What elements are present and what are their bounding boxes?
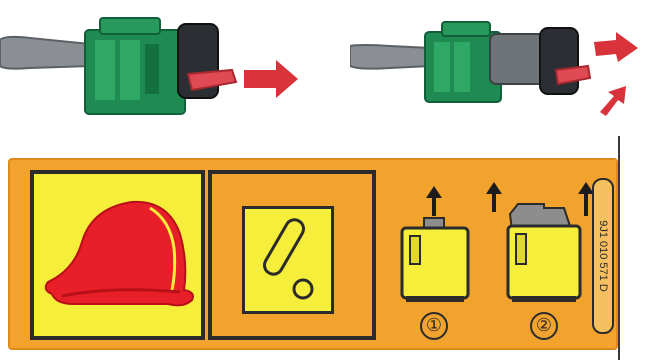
fuse-pictogram [208, 170, 376, 340]
connector-disconnected-icon [0, 0, 310, 130]
step-2-number: ② [530, 312, 558, 340]
step-2: ② [482, 178, 594, 344]
fuse-symbol-box [242, 206, 334, 314]
part-code-text: 9J1 010 571 D [597, 220, 609, 292]
warning-label: ① ② 9J1 010 571 D [8, 158, 618, 350]
step-1: ① [388, 178, 478, 344]
firefighter-helmet-icon [34, 174, 201, 336]
step-1-number: ① [420, 312, 448, 340]
fuse-icon [245, 209, 331, 311]
connector-locked-icon [350, 0, 648, 130]
helmet-pictogram [30, 170, 205, 340]
part-code-label: 9J1 010 571 D [592, 178, 614, 334]
plug-step-2-icon [482, 178, 594, 312]
plug-step-1-icon [388, 178, 478, 312]
divider-line [618, 136, 620, 360]
